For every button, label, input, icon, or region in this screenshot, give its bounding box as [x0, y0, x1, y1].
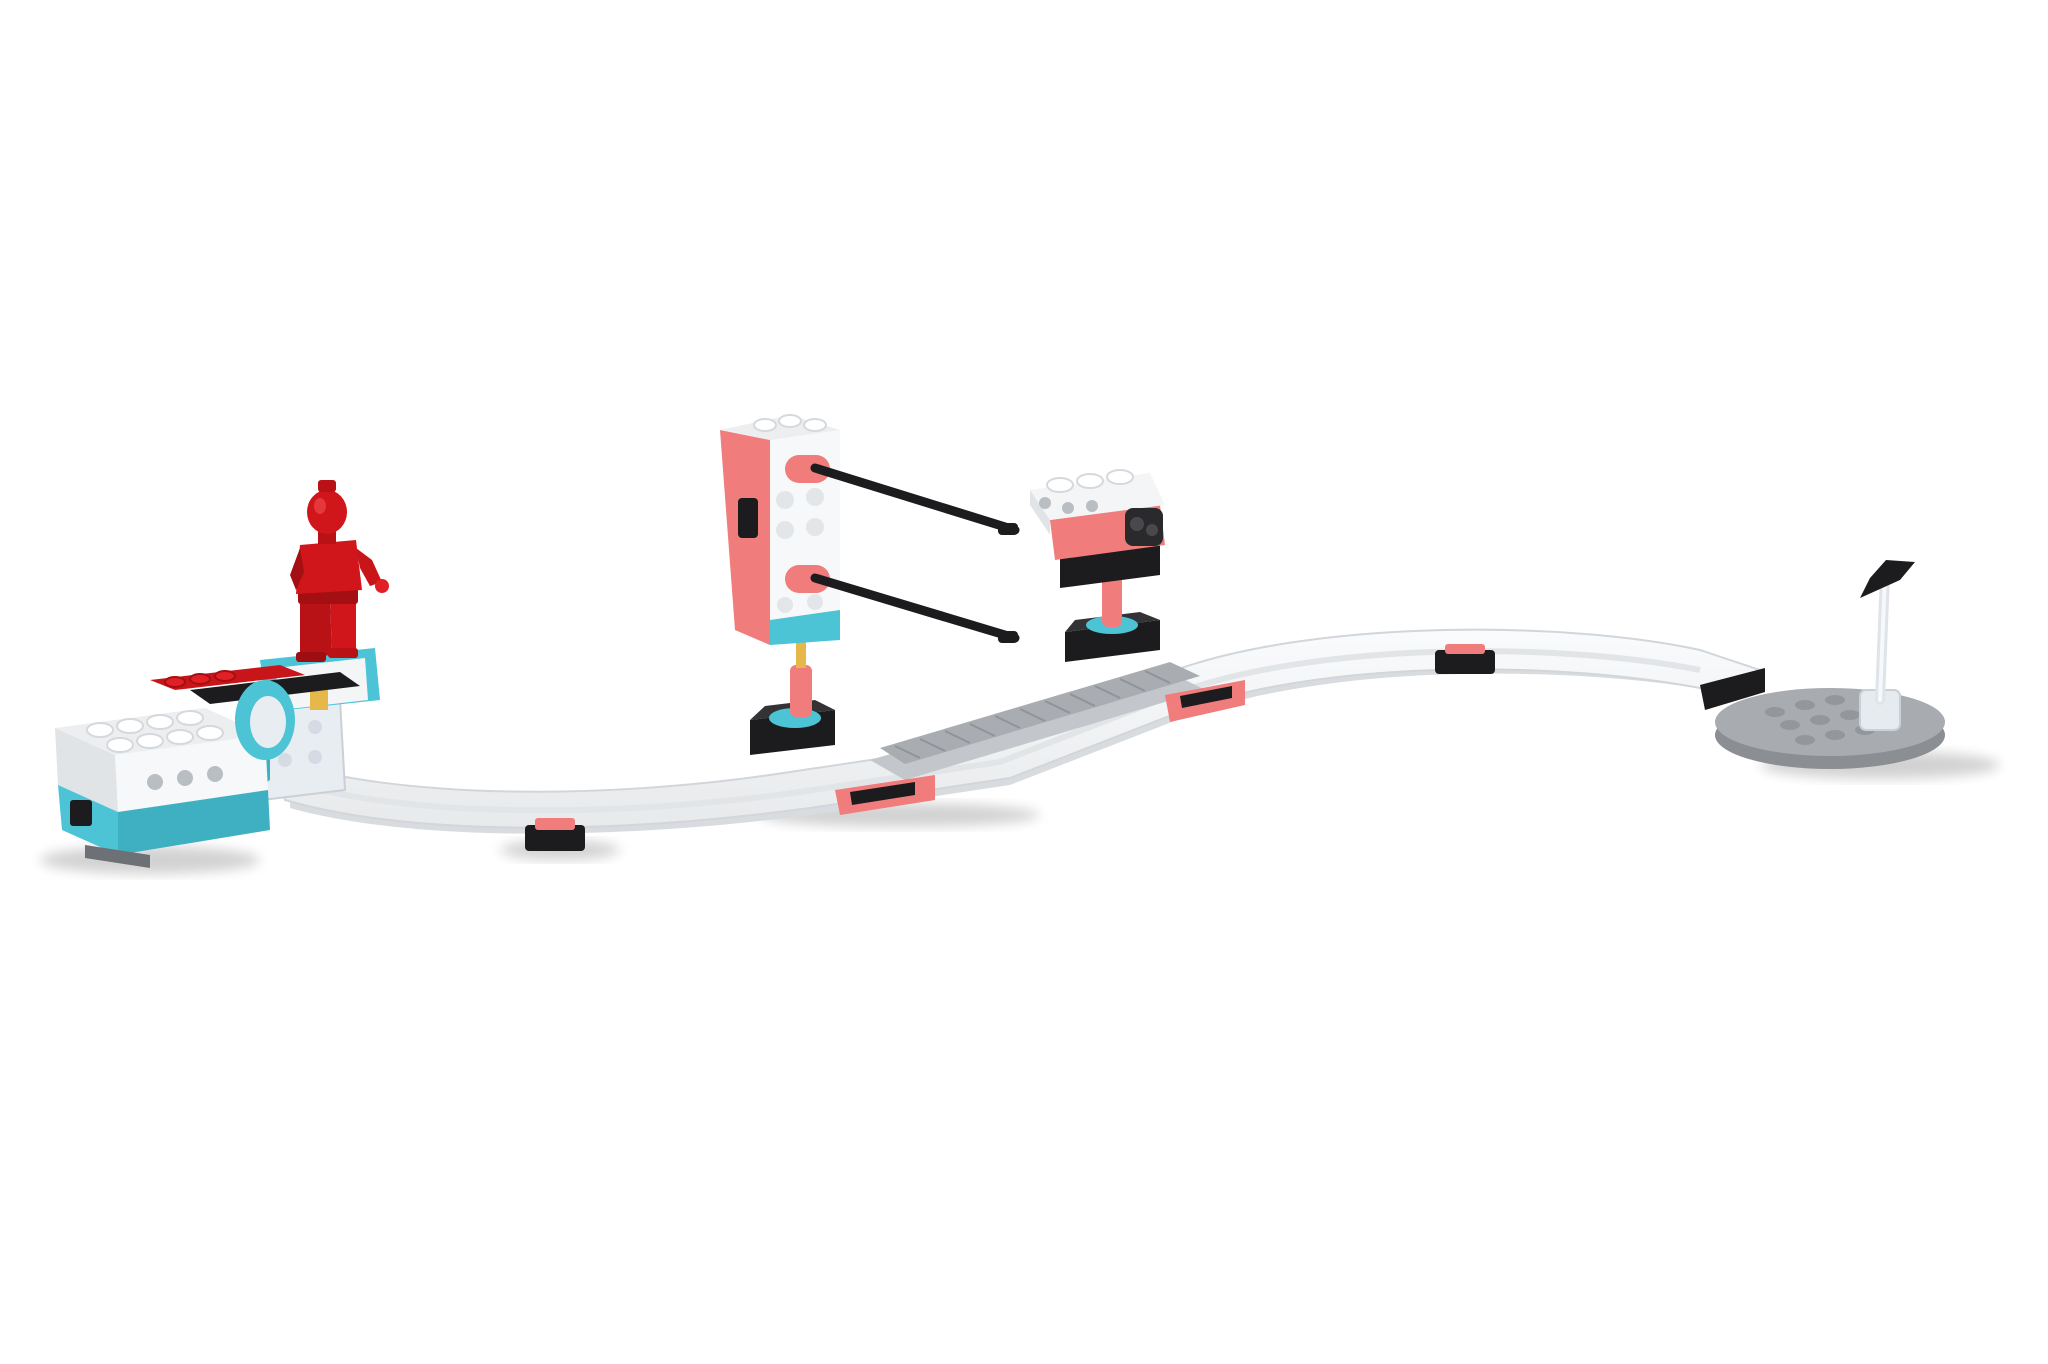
minifigure-icon: [290, 480, 389, 662]
flag-station: [1715, 560, 1945, 769]
rack-teeth: [894, 670, 1171, 759]
track: [273, 628, 1765, 851]
signal-tower: [720, 414, 1020, 755]
track-supports: [525, 644, 1765, 851]
signal-arm-upper: [810, 463, 1020, 535]
train-cart: [55, 648, 380, 868]
distance-sensor-tower: [1030, 469, 1165, 662]
signal-arm-lower: [810, 573, 1020, 643]
track-groove: [289, 648, 1701, 814]
plate-studs: [1765, 695, 1875, 745]
flag-icon: [1860, 560, 1915, 598]
